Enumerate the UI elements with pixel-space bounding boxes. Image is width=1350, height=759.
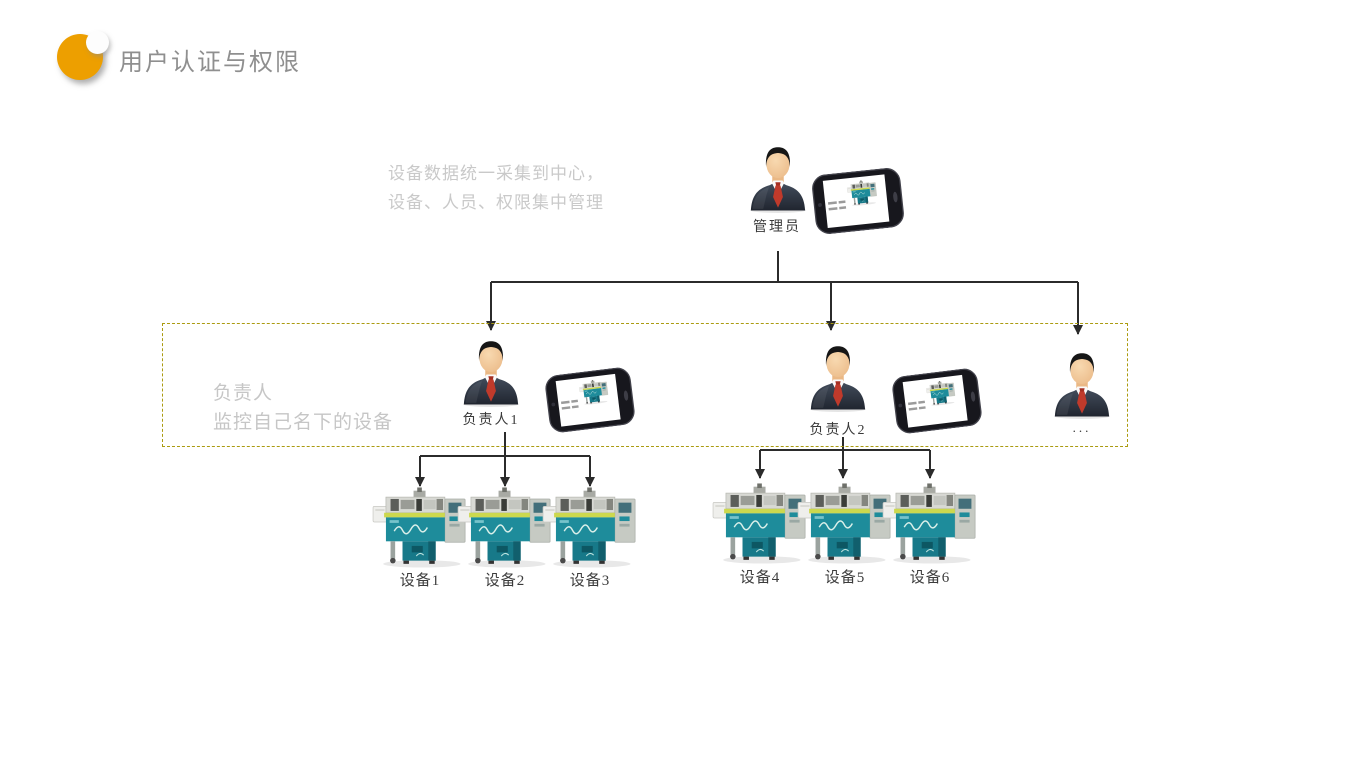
device3-machine-icon xyxy=(542,487,638,568)
manager3-person-icon xyxy=(1049,350,1115,419)
manager1-label: 负责人1 xyxy=(462,413,520,428)
device2-machine-icon xyxy=(457,487,553,568)
device1-label: 设备1 xyxy=(399,573,441,589)
managers-box-note: 负责人 监控自己名下的设备 xyxy=(213,379,393,437)
logo-white-circle-icon xyxy=(86,31,109,54)
managers-group-box xyxy=(162,323,1128,447)
caption-line-2: 设备、人员、权限集中管理 xyxy=(388,193,604,212)
device4-label: 设备4 xyxy=(739,570,781,586)
device4-machine-icon xyxy=(712,483,808,564)
manager1-person-icon xyxy=(458,338,524,407)
admin-phone-icon xyxy=(810,166,906,235)
device2-label: 设备2 xyxy=(484,573,526,589)
manager2-phone-icon xyxy=(890,367,984,435)
device6-label: 设备6 xyxy=(909,570,951,586)
admin-to-managers-connector xyxy=(486,251,1083,335)
device5-label: 设备5 xyxy=(824,570,866,586)
managers-box-note-line-1: 负责人 xyxy=(213,383,274,404)
manager1-phone-icon xyxy=(543,366,637,434)
page-title: 用户认证与权限 xyxy=(119,49,301,76)
manager2-label: 负责人2 xyxy=(809,423,867,438)
admin-label: 管理员 xyxy=(753,220,801,235)
device3-label: 设备3 xyxy=(569,573,611,589)
slide-logo xyxy=(55,30,119,86)
device1-machine-icon xyxy=(372,487,468,568)
managers-box-note-line-2: 监控自己名下的设备 xyxy=(213,412,394,433)
center-caption: 设备数据统一采集到中心， 设备、人员、权限集中管理 xyxy=(388,159,604,217)
caption-line-1: 设备数据统一采集到中心， xyxy=(388,164,604,183)
admin-person-icon xyxy=(745,144,811,213)
manager2-person-icon xyxy=(805,343,871,412)
manager3-ellipsis-label: ... xyxy=(1072,420,1092,435)
device5-machine-icon xyxy=(797,483,893,564)
device6-machine-icon xyxy=(882,483,978,564)
